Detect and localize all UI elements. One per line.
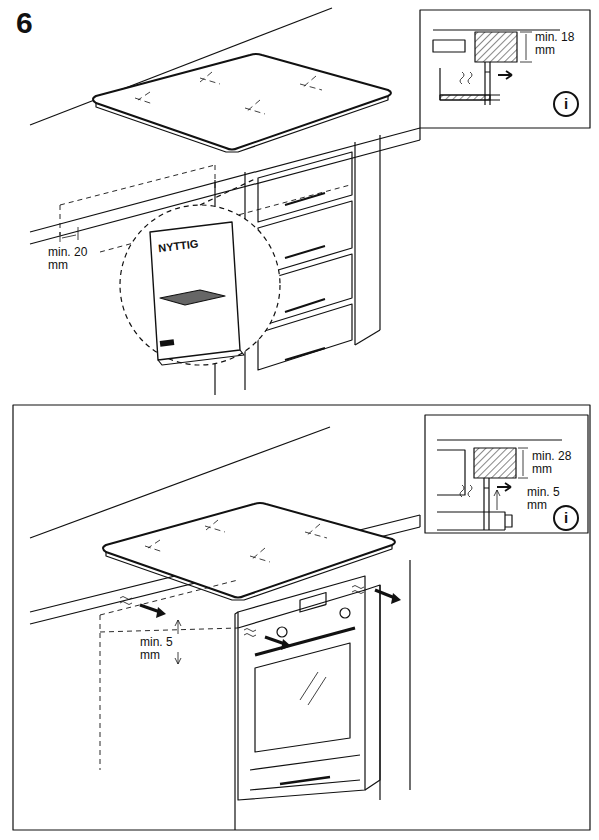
dimension-label: min. 5 mm: [527, 486, 579, 512]
dimension-label: min. 5 mm: [140, 636, 184, 662]
step-number: 6: [16, 6, 56, 39]
info-icon: i: [556, 95, 576, 112]
dimension-label: min. 28 mm: [532, 450, 584, 476]
dimension-label: min. 20 mm: [48, 246, 92, 272]
dimension-label: min. 18 mm: [535, 31, 587, 57]
info-icon: i: [556, 509, 576, 526]
